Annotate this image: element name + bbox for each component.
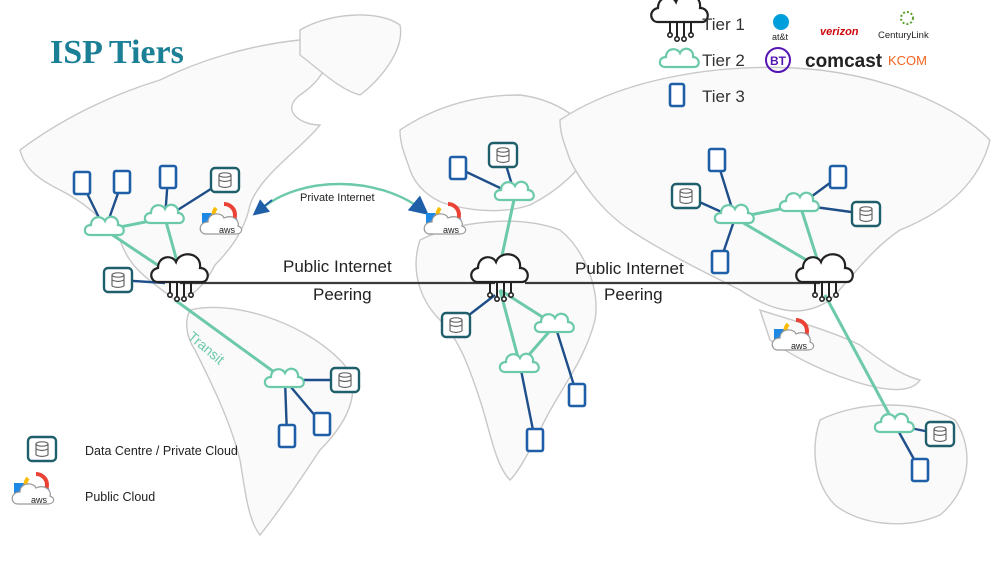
legend-tier2-icon <box>658 47 700 69</box>
legend-tier3-icon <box>668 82 686 108</box>
datacentre-node <box>924 420 956 448</box>
tier3-node <box>525 427 545 453</box>
legend-tier1-icon <box>650 0 709 43</box>
aws-label: aws <box>31 495 48 505</box>
comcast-logo: comcast <box>805 51 883 72</box>
legend-tier3-label: Tier 3 <box>702 87 745 106</box>
key-datacentre-label: Data Centre / Private Cloud <box>85 444 238 458</box>
datacentre-node <box>487 141 519 169</box>
private-internet-label: Private Internet <box>300 192 375 204</box>
tier2-cloud <box>83 215 125 237</box>
datacentre-node <box>850 200 882 228</box>
att-logo: at&t <box>772 14 789 42</box>
datacentre-node <box>329 366 361 394</box>
centurylink-logo: CenturyLink <box>878 11 929 41</box>
greenland-outline <box>299 14 402 96</box>
aws-label: aws <box>443 225 460 235</box>
datacentre-node <box>670 182 702 210</box>
tier3-node <box>710 249 730 275</box>
tier3-node <box>707 147 727 173</box>
tier3-node <box>828 164 848 190</box>
bt-logo: BT <box>765 47 791 73</box>
aws-label: aws <box>791 341 808 351</box>
aws-label: aws <box>219 225 236 235</box>
southeast-asia-outline <box>758 308 922 391</box>
tier3-node <box>567 382 587 408</box>
svg-text:at&t: at&t <box>772 32 789 42</box>
peering-label-1: Public Internet <box>283 257 392 276</box>
svg-text:CenturyLink: CenturyLink <box>878 30 929 41</box>
peering-label-2b: Peering <box>604 285 663 304</box>
asia-outline <box>559 66 991 312</box>
peering-label-2: Public Internet <box>575 259 684 278</box>
peering-label-1b: Peering <box>313 285 372 304</box>
tier3-node <box>72 170 92 196</box>
page-title: ISP Tiers <box>50 34 184 71</box>
legend-datacentre-icon <box>26 435 58 463</box>
tier3-node <box>277 423 297 449</box>
svg-text:BT: BT <box>770 54 787 68</box>
tier3-node <box>910 457 930 483</box>
south-america-outline <box>186 306 354 537</box>
tier3-node <box>112 169 132 195</box>
kcom-logo: KCOM <box>888 53 927 68</box>
private-internet-arc <box>259 182 429 216</box>
verizon-logo: verizon <box>820 26 859 38</box>
legend-tier2-label: Tier 2 <box>702 51 745 70</box>
tier3-node <box>312 411 332 437</box>
key-public-cloud-label: Public Cloud <box>85 490 155 504</box>
tier3-node <box>448 155 468 181</box>
datacentre-node <box>209 166 241 194</box>
datacentre-node <box>440 311 472 339</box>
tier3-node <box>158 164 178 190</box>
datacentre-node <box>102 266 134 294</box>
legend-tier1-label: Tier 1 <box>702 15 745 34</box>
